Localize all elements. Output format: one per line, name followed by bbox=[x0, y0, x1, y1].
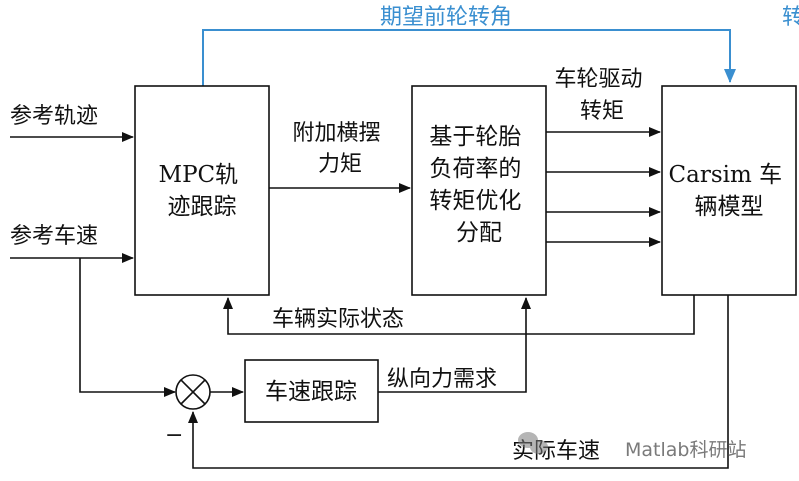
vehicle-state-label: 车辆实际状态 bbox=[272, 307, 404, 332]
torque-label-line-3: 转矩优化 bbox=[429, 188, 521, 214]
vehicle-state-feedback-line bbox=[223, 295, 695, 335]
watermark-text: Matlab科研站 bbox=[625, 439, 746, 461]
speed-tracking-block bbox=[244, 359, 379, 423]
carsim-label-line-2: 辆模型 bbox=[695, 194, 764, 220]
ref-trajectory-label: 参考轨迹 bbox=[10, 104, 98, 129]
mpc-block-label: MPC轨 迹跟踪 bbox=[159, 162, 246, 220]
wheel-torque-label: 车轮驱动 转矩 bbox=[554, 67, 649, 124]
expected-steer-line bbox=[202, 29, 736, 86]
ref-speed-label: 参考车速 bbox=[10, 224, 98, 249]
summing-junction bbox=[175, 374, 211, 410]
mpc-label-line-2: 迹跟踪 bbox=[168, 194, 237, 220]
torque-label-line-1: 基于轮胎 bbox=[429, 124, 521, 150]
torque-label-line-4: 分配 bbox=[456, 220, 502, 246]
carsim-label-line-1: Carsim 车 bbox=[669, 162, 783, 188]
torque-allocation-block bbox=[411, 85, 547, 296]
expected-steer-label: 期望前轮转角 bbox=[380, 5, 512, 30]
cropped-edge-label: 转 bbox=[782, 5, 799, 30]
long-force-demand-line bbox=[378, 297, 531, 393]
mpc-label-line-1: MPC轨 bbox=[159, 162, 239, 188]
yaw-moment-label: 附加横摆 力矩 bbox=[292, 121, 387, 177]
minus-sign: − bbox=[165, 423, 183, 448]
carsim-block-label: Carsim 车 辆模型 bbox=[669, 162, 790, 220]
wechat-icon bbox=[518, 432, 548, 454]
torque-block-label: 基于轮胎 负荷率的 转矩优化 分配 bbox=[429, 124, 528, 246]
speed-block-label: 车速跟踪 bbox=[265, 379, 357, 405]
mpc-tracking-block bbox=[134, 85, 270, 296]
actual-speed-feedback-line bbox=[188, 295, 729, 469]
ref-speed-branch-line bbox=[79, 258, 176, 397]
long-force-label: 纵向力需求 bbox=[387, 367, 497, 392]
carsim-vehicle-block bbox=[661, 85, 797, 296]
torque-label-line-2: 负荷率的 bbox=[429, 156, 521, 182]
